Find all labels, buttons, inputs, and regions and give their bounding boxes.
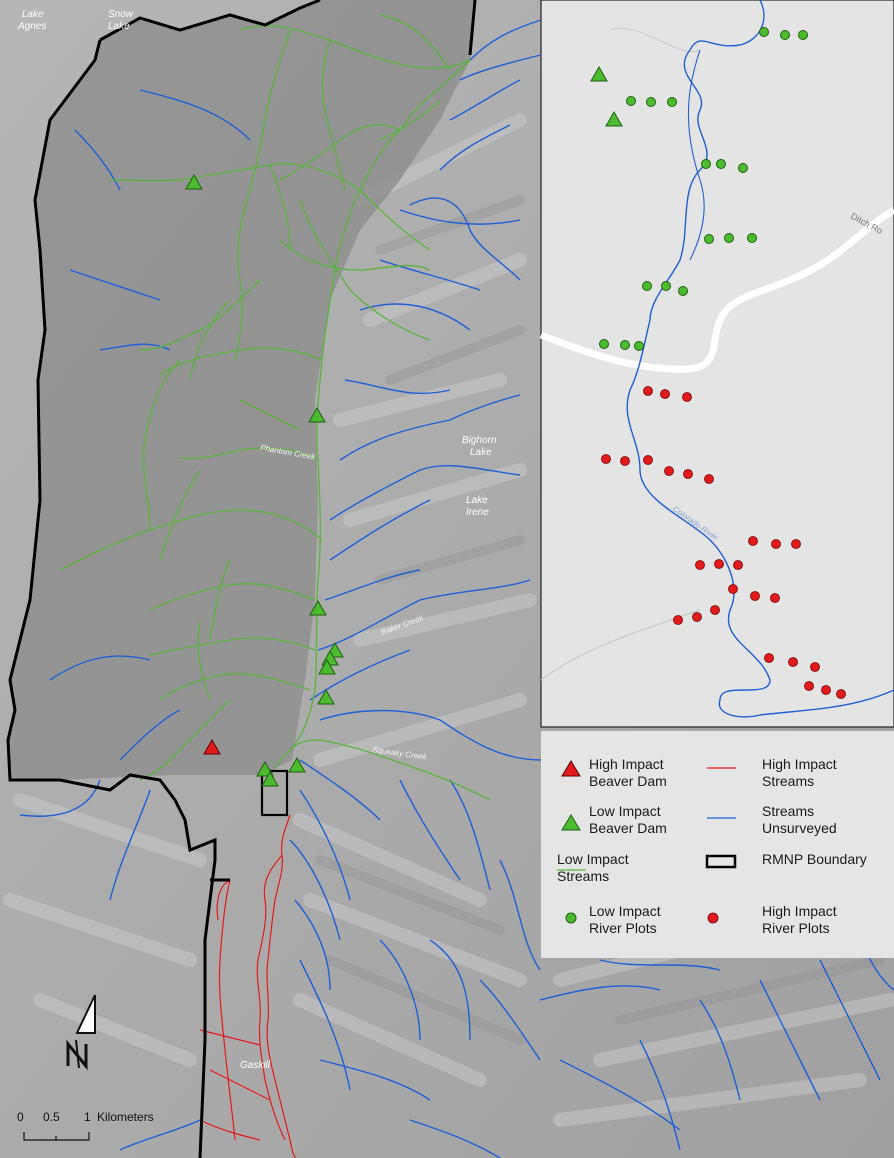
legend-low-impact-dam: Low Impact Beaver Dam — [589, 803, 667, 836]
gaskill-label: Gaskill — [240, 1060, 271, 1071]
unsurveyed-streams — [19, 19, 894, 1158]
map-legend: High Impact Beaver Dam High Impact Strea… — [541, 731, 894, 958]
irene-line2: Irene — [466, 507, 489, 518]
legend-rmnp-boundary: RMNP Boundary — [762, 851, 867, 867]
high-impact-river-plots — [601, 386, 846, 699]
legend-high-impact-plots: High Impact River Plots — [762, 903, 837, 936]
inset-river-side-channel — [687, 49, 705, 261]
snow-lake-line1: Snow — [108, 9, 134, 20]
legend-symbols — [557, 760, 737, 924]
legend-high-impact-streams: High Impact Streams — [762, 756, 837, 789]
north-arrow — [66, 994, 96, 1071]
scale-bar-graphic — [23, 1132, 90, 1141]
bighorn-line2: Lake — [470, 447, 492, 458]
high-impact-dam-main — [203, 738, 221, 755]
legend-red-dot — [707, 912, 719, 924]
rmnp-study-box — [260, 769, 289, 817]
snow-lake-line2: Lake — [108, 21, 130, 32]
irene-line1: Lake — [466, 495, 488, 506]
legend-black-box — [705, 854, 737, 869]
rmnp-boundary-line — [6, 0, 477, 1158]
legend-green-dot — [565, 912, 577, 924]
scale-tick-half: 0.5 — [43, 1110, 60, 1124]
low-impact-dams-main — [185, 173, 344, 787]
legend-red-triangle — [561, 760, 581, 777]
inset-colorado-river — [626, 0, 894, 718]
lake-agnes-line1: Lake — [22, 9, 44, 20]
low-impact-river-plots — [599, 27, 808, 351]
legend-green-triangle — [561, 814, 581, 831]
scale-unit: Kilometers — [97, 1110, 154, 1124]
legend-low-impact-streams: Low Impact Streams — [557, 851, 629, 884]
legend-low-impact-plots: Low Impact River Plots — [589, 903, 661, 936]
low-impact-dams-inset — [590, 65, 623, 127]
legend-unsurveyed-streams: Streams Unsurveyed — [762, 803, 837, 836]
inset-trail-north — [609, 27, 701, 53]
inset-map-border — [540, 0, 894, 728]
scale-tick-0: 0 — [17, 1110, 24, 1124]
scale-tick-1: 1 — [84, 1110, 91, 1124]
bighorn-line1: Bighorn — [462, 435, 497, 446]
inset-ditch-road — [539, 206, 894, 373]
lake-agnes-line2: Agnes — [17, 21, 46, 32]
inset-map-frame — [541, 0, 894, 727]
legend-high-impact-dam: High Impact Beaver Dam — [589, 756, 667, 789]
